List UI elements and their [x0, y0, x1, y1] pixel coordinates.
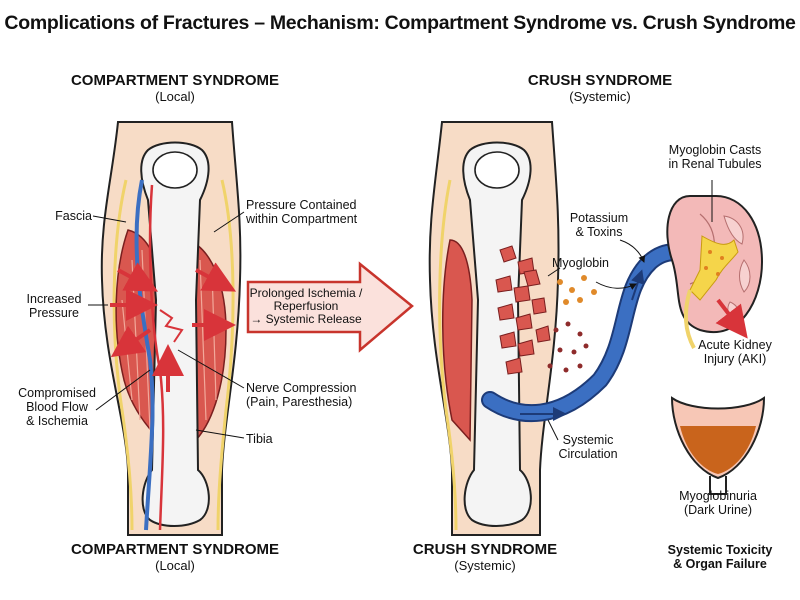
compromised-blood-flow-label: Compromised Blood Flow & Ischemia: [14, 386, 100, 428]
pressure-arrow: [110, 325, 152, 358]
left-fascia-line: [112, 179, 134, 531]
aki-line-1: Acute Kidney: [698, 338, 772, 352]
aki-line-2: Injury (AKI): [703, 352, 767, 366]
crush-header: CRUSH SYNDROME (Systemic): [470, 72, 730, 104]
compartment-footer-title: COMPARTMENT SYNDROME: [70, 541, 280, 558]
pressure-arrow: [117, 262, 159, 292]
aki-label: Acute Kidney Injury (AKI): [690, 338, 780, 366]
potassium-line-2: & Toxins: [575, 225, 623, 239]
systemic-circulation-label: Systemic Circulation: [548, 433, 628, 461]
pressure-contained-label: Pressure Contained within Compartment: [246, 198, 376, 226]
compromised-line-1: Compromised: [18, 386, 96, 400]
potassium-line-1: Potassium: [569, 211, 629, 225]
pressure-contained-line-1: Pressure Contained: [246, 198, 357, 212]
myoglobinuria-label: Myoglobinuria (Dark Urine): [666, 489, 770, 517]
myoglobin-casts-label: Myoglobin Casts in Renal Tubules: [660, 143, 770, 171]
compartment-footer-sub: (Local): [155, 558, 195, 573]
circulation-line-1: Systemic: [562, 433, 614, 447]
increased-pressure-line-1: Increased: [26, 292, 82, 306]
diagram-title: Complications of Fractures – Mechanism: …: [4, 12, 796, 34]
transition-arrow: [246, 261, 414, 353]
nerve-line-2: (Pain, Paresthesia): [246, 395, 353, 409]
casts-line-1: Myoglobin Casts: [668, 143, 762, 157]
crush-footer-title: CRUSH SYNDROME: [412, 541, 558, 558]
compromised-line-2: Blood Flow: [26, 400, 88, 414]
crush-footer: CRUSH SYNDROME (Systemic): [380, 541, 590, 573]
left-tibia: [140, 141, 210, 527]
pressure-arrow: [195, 262, 237, 292]
kidney: [666, 180, 764, 349]
outcome-label: Systemic Toxicity & Organ Failure: [640, 543, 800, 571]
compartment-header: COMPARTMENT SYNDROME (Local): [45, 72, 305, 104]
renal-casts: [689, 235, 739, 301]
left-fracture: [159, 309, 184, 343]
potassium-toxins-label: Potassium & Toxins: [564, 211, 634, 239]
crushed-muscle: [495, 245, 551, 375]
right-tibia: [462, 141, 532, 527]
bladder: [670, 396, 766, 495]
transition-line-2: Reperfusion: [273, 299, 339, 313]
increased-pressure-line-2: Pressure: [28, 306, 80, 320]
aki-arrow: [715, 298, 748, 339]
myoglobin-label: Myoglobin: [552, 256, 609, 270]
tibia-label: Tibia: [246, 432, 273, 446]
increased-pressure-label: Increased Pressure: [18, 292, 90, 320]
urine-line-1: Myoglobinuria: [679, 489, 757, 503]
nerve-compression-label: Nerve Compression (Pain, Paresthesia): [246, 381, 376, 409]
casts-line-2: in Renal Tubules: [668, 157, 762, 171]
right-leg: [428, 121, 709, 536]
right-muscle-medial: [442, 239, 473, 442]
toxin-particles: [547, 321, 589, 373]
left-vein: [134, 179, 155, 531]
compromised-line-3: & Ischemia: [26, 414, 88, 428]
transition-line-3: → Systemic Release: [250, 312, 362, 326]
compartment-footer: COMPARTMENT SYNDROME (Local): [45, 541, 305, 573]
compartment-header-title: COMPARTMENT SYNDROME: [70, 72, 280, 89]
outcome-line-1: Systemic Toxicity: [667, 543, 773, 557]
urine-line-2: (Dark Urine): [683, 503, 753, 517]
pressure-contained-line-2: within Compartment: [246, 212, 358, 226]
circulation-line-2: Circulation: [558, 447, 618, 461]
compartment-header-sub: (Local): [155, 89, 195, 104]
transition-line-1: Prolonged Ischemia /: [249, 286, 363, 300]
myoglobin-particles: [557, 275, 597, 305]
crush-header-sub: (Systemic): [569, 89, 631, 104]
left-leg: [88, 121, 245, 536]
dark-urine: [680, 426, 756, 474]
outcome-line-2: & Organ Failure: [673, 557, 767, 571]
fascia-label: Fascia: [55, 209, 92, 223]
crush-footer-sub: (Systemic): [454, 558, 516, 573]
transition-arrow-text: Prolonged Ischemia / Reperfusion → Syste…: [248, 287, 364, 326]
nerve-line-1: Nerve Compression: [246, 381, 357, 395]
crush-header-title: CRUSH SYNDROME: [527, 72, 673, 89]
